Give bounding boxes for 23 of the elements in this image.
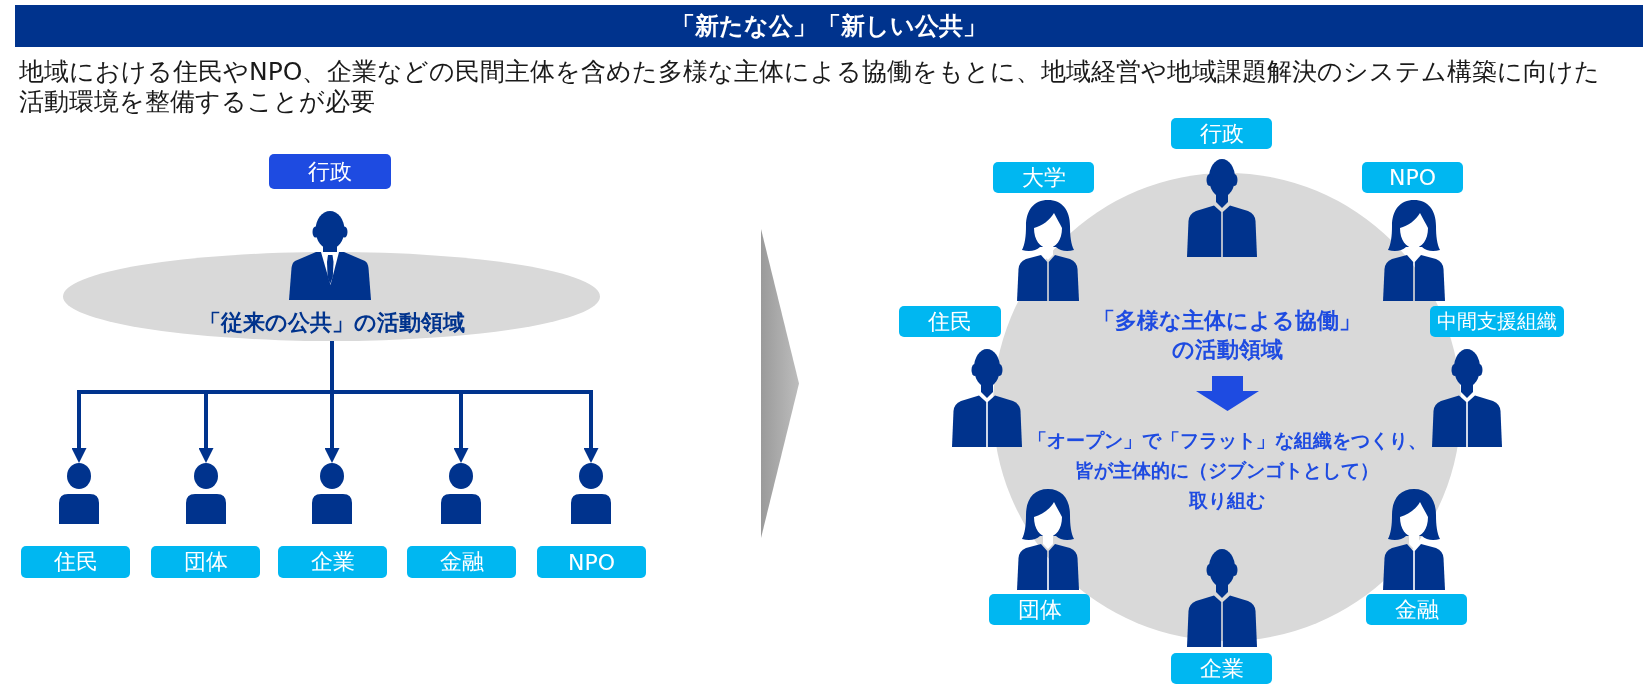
page-title: 「新たな公」「新しい公共」 (15, 5, 1643, 47)
area-caption: 「従来の公共」の活動領域 (198, 309, 465, 337)
sector-label: 行政 (269, 154, 391, 189)
sector-label: 住民 (21, 546, 130, 578)
person-icon (571, 463, 611, 524)
sector-label: NPO (537, 546, 646, 578)
sector-label: 金融 (407, 546, 516, 578)
sector-label: NPO (1362, 162, 1463, 193)
sector-label: 団体 (151, 546, 260, 578)
person-icon (186, 463, 226, 524)
sector-label: 大学 (993, 162, 1094, 193)
person-icon (312, 463, 352, 524)
goal-text: 「オープン」で「フラット」な組織をつくり、皆が主体的に（ジブンゴトとして）取り組む (1026, 428, 1428, 513)
arrow (330, 341, 599, 463)
person-icon (441, 463, 481, 524)
sector-label: 行政 (1171, 118, 1272, 149)
sector-label: 企業 (1171, 653, 1272, 684)
sector-label: 中間支援組織 (1430, 306, 1564, 337)
description-text: 地域における住民やNPO、企業などの民間主体を含めた多様な主体による協働をもとに、地域経営や地域課題解決のシステム構築に向けた活動環境を整備することが必要 (19, 57, 1602, 117)
area-caption: 「多様な主体による協働」の活動領域 (1092, 307, 1362, 364)
sector-label: 企業 (278, 546, 387, 578)
sector-label: 住民 (899, 306, 1001, 337)
person-icon (59, 463, 99, 524)
